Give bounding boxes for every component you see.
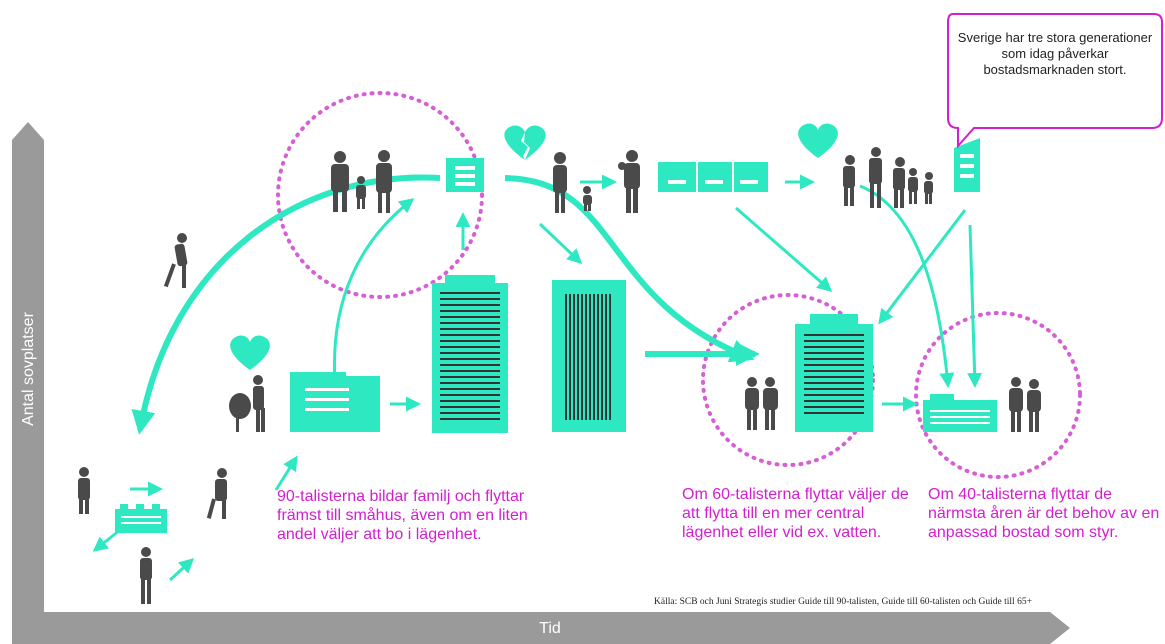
person-silhouettes	[78, 147, 1041, 604]
row-houses	[658, 162, 768, 192]
house-small-building	[115, 504, 167, 533]
small-apartment-top	[446, 158, 484, 192]
central-tower-60	[795, 314, 873, 432]
caption-line: Om 40-talisterna flyttar de	[928, 486, 1113, 503]
caption-line: anpassad bostad som styr.	[928, 524, 1119, 541]
caption-line: Om 60-talisterna flyttar väljer de	[682, 486, 909, 503]
caption-line: 90-talisterna bildar familj och flyttar	[277, 488, 525, 505]
broken-heart-icon	[504, 125, 546, 160]
source-note: Källa: SCB och Juni Strategis studier Gu…	[654, 597, 1032, 607]
speech-bubble-shape	[947, 13, 1163, 149]
tower-stripes	[440, 292, 500, 420]
caption-40-talisterna: Om 40-talisterna flyttar de närmsta åren…	[928, 485, 1159, 542]
tower-stripes-vertical	[565, 294, 611, 420]
caption-line: lägenhet eller vid ex. vatten.	[682, 524, 882, 541]
heart-icon-left	[230, 335, 270, 370]
apartment-building-low	[290, 372, 380, 432]
y-axis-label: Antal sovplatser	[20, 312, 37, 426]
big-arc-arrow-right	[504, 175, 755, 363]
caption-line: främst till småhus, även om en liten	[277, 507, 528, 524]
speech-bubble-text: Sverige har tre stora generationer som i…	[957, 30, 1153, 77]
y-axis	[12, 122, 44, 630]
dotted-circle-40	[914, 311, 1082, 479]
adapted-housing-40	[923, 394, 997, 432]
caption-line: att flytta till en mer central	[682, 505, 865, 522]
caption-60-talisterna: Om 60-talisterna flyttar väljer de att f…	[682, 485, 909, 542]
dotted-circle-family	[276, 91, 484, 299]
caption-line: andel väljer att bo i lägenhet.	[277, 526, 482, 543]
apartment-top-right	[954, 138, 980, 192]
caption-line: närmsta åren är det behov av en	[928, 505, 1160, 522]
heart-icon-right	[798, 123, 838, 158]
x-axis-label: Tid	[539, 620, 561, 637]
tower-stripes-60	[804, 334, 864, 414]
x-axis	[12, 612, 1070, 644]
caption-90-talisterna: 90-talisterna bildar familj och flyttar …	[277, 487, 528, 544]
